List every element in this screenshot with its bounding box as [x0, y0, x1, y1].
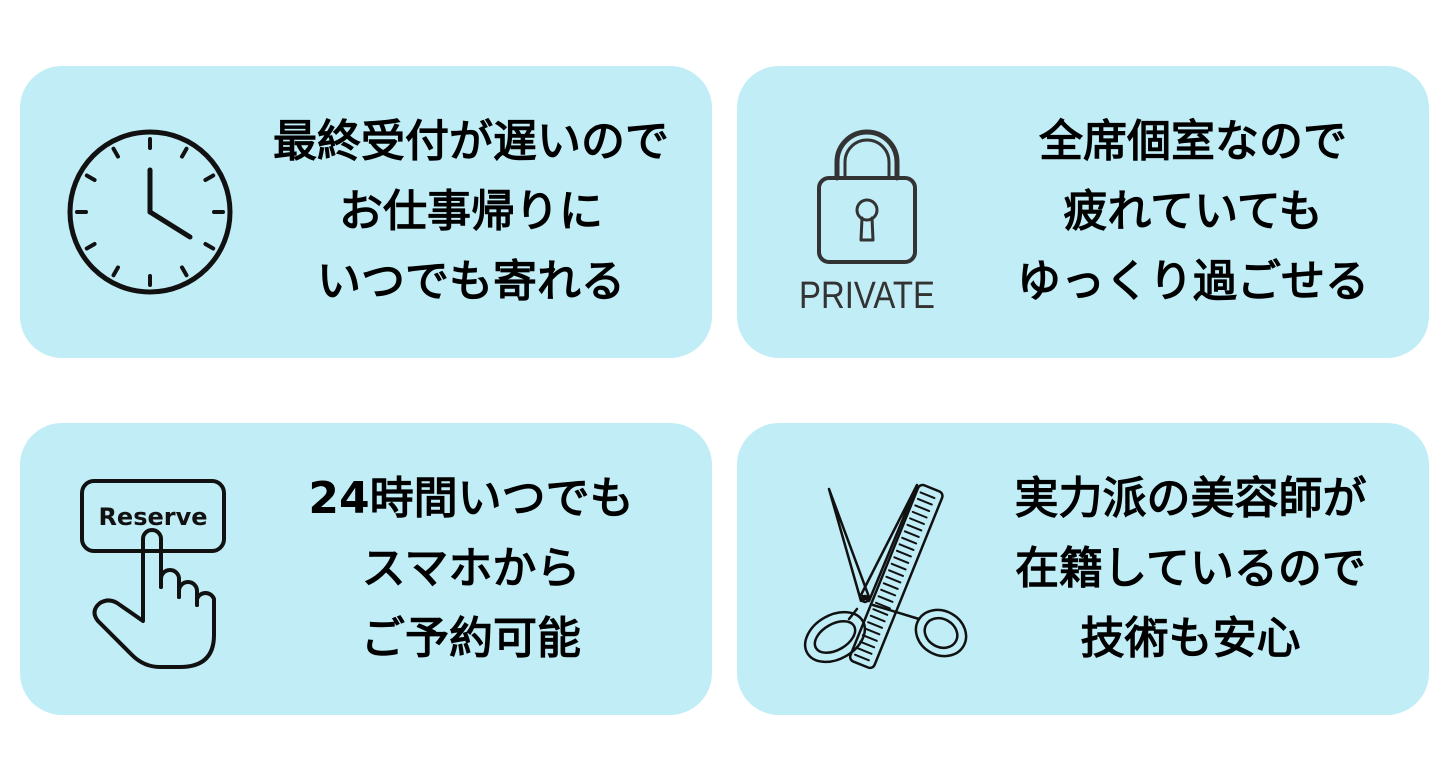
feature-line: 最終受付が遅いので: [273, 116, 669, 167]
comb-tooth: [898, 543, 915, 551]
feature-card-online-booking: Reserve 24時間いつでも スマホから ご予約可能: [20, 423, 712, 715]
comb-tooth: [916, 497, 933, 506]
feature-line: 疲れていても: [1063, 186, 1323, 237]
feature-line: 実力派の美容師が: [1014, 473, 1367, 524]
clock-tick: [180, 265, 189, 278]
comb-tooth: [893, 556, 910, 564]
feature-line: ご予約可能: [361, 613, 581, 664]
comb-tooth: [914, 504, 931, 513]
clock-tick: [111, 265, 120, 278]
clock-icon: [40, 102, 260, 322]
reserve-label: Reserve: [98, 503, 207, 531]
feature-line: ゆっくり過ごせる: [1017, 256, 1369, 307]
scissors-comb-icon: [757, 459, 977, 679]
comb-tooth: [861, 634, 878, 642]
feature-line: いつでも寄れる: [317, 256, 625, 307]
comb-tooth: [874, 601, 891, 610]
comb-tooth: [903, 530, 920, 538]
comb-tooth: [864, 627, 881, 636]
feature-text: 24時間いつでも スマホから ご予約可能: [240, 423, 702, 715]
clock-tick: [84, 242, 97, 251]
comb-tooth: [901, 536, 918, 545]
comb-tooth: [895, 549, 912, 558]
feature-line: スマホから: [361, 543, 581, 594]
comb-tooth: [859, 640, 876, 649]
comb-tooth: [872, 608, 889, 616]
private-label: PRIVATE: [799, 275, 935, 317]
feature-line: 技術も安心: [1080, 613, 1301, 664]
comb-tooth: [856, 647, 873, 655]
feature-line: 在籍しているので: [1015, 543, 1366, 594]
clock-tick: [111, 146, 120, 159]
feature-card-private-room: PRIVATE 全席個室なので 疲れていても ゆっくり過ごせる: [737, 66, 1429, 358]
comb-tooth: [911, 510, 928, 519]
reserve-button-icon: Reserve: [40, 459, 260, 679]
comb-tooth: [885, 575, 902, 584]
comb-tooth: [869, 614, 886, 623]
feature-line: 24時間いつでも: [308, 473, 634, 524]
comb-tooth: [909, 517, 925, 525]
feature-line: 全席個室なので: [1039, 116, 1347, 167]
comb-tooth: [890, 562, 907, 571]
feature-line: お仕事帰りに: [339, 186, 603, 237]
comb-tooth: [877, 595, 894, 603]
comb-tooth: [919, 491, 936, 500]
comb-tooth: [888, 569, 904, 577]
comb-tooth: [853, 653, 870, 662]
feature-text: 最終受付が遅いので お仕事帰りに いつでも寄れる: [240, 66, 702, 358]
padlock-icon: PRIVATE: [757, 102, 977, 322]
comb-tooth: [867, 621, 884, 629]
comb-tooth: [906, 523, 923, 532]
clock-tick: [203, 173, 216, 182]
feature-text: 全席個室なので 疲れていても ゆっくり過ごせる: [967, 66, 1419, 358]
clock-tick: [180, 146, 189, 159]
feature-card-skilled-stylists: 実力派の美容師が 在籍しているので 技術も安心: [737, 423, 1429, 715]
clock-tick: [203, 242, 216, 251]
comb-tooth: [882, 582, 899, 590]
feature-text: 実力派の美容師が 在籍しているので 技術も安心: [962, 423, 1419, 715]
clock-tick: [84, 173, 97, 182]
comb-tooth: [880, 588, 897, 597]
feature-card-late-reception: 最終受付が遅いので お仕事帰りに いつでも寄れる: [20, 66, 712, 358]
